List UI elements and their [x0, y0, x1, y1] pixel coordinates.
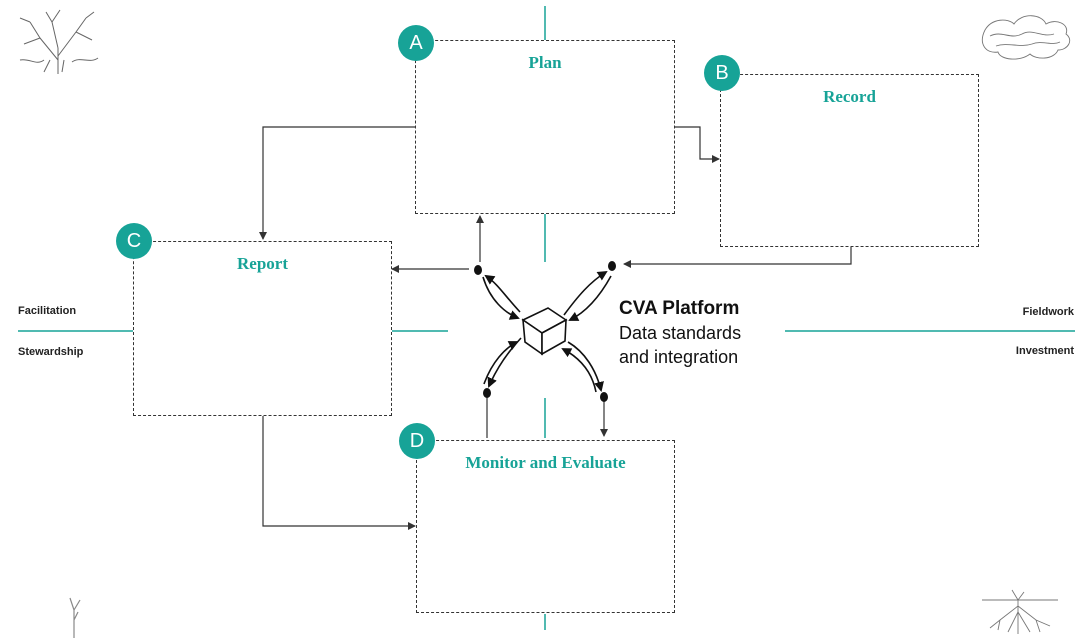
report-box: Report — [133, 241, 392, 416]
plan-badge: A — [398, 25, 434, 61]
platform-line-1: Data standards — [619, 323, 742, 343]
label-facilitation: Facilitation — [18, 305, 77, 317]
roots-icon — [982, 589, 1058, 634]
plan-title: Plan — [528, 53, 562, 72]
shrub-icon — [981, 15, 1071, 60]
report-title: Report — [237, 254, 288, 273]
report-badge: C — [116, 223, 152, 259]
monitor-box: Monitor and Evaluate — [416, 440, 675, 613]
platform-title: CVA Platform — [619, 298, 740, 319]
platform-line-2: and integration — [619, 347, 739, 367]
record-badge: B — [704, 55, 740, 91]
cube-icon — [521, 307, 568, 356]
monitor-title: Monitor and Evaluate — [465, 453, 626, 472]
tree-icon — [19, 9, 99, 74]
sapling-icon — [69, 597, 81, 638]
label-stewardship: Stewardship — [18, 346, 84, 358]
monitor-badge: D — [399, 423, 435, 459]
platform-subtitle: Data standards and integration — [619, 321, 819, 369]
record-title: Record — [823, 87, 876, 106]
label-fieldwork: Fieldwork — [1022, 306, 1074, 318]
label-investment: Investment — [1015, 345, 1074, 357]
plan-box: Plan — [415, 40, 675, 214]
platform-hub — [474, 261, 616, 402]
connector-arrows — [259, 126, 852, 530]
teal-axis-lines — [18, 6, 1075, 630]
record-box: Record — [720, 74, 979, 247]
